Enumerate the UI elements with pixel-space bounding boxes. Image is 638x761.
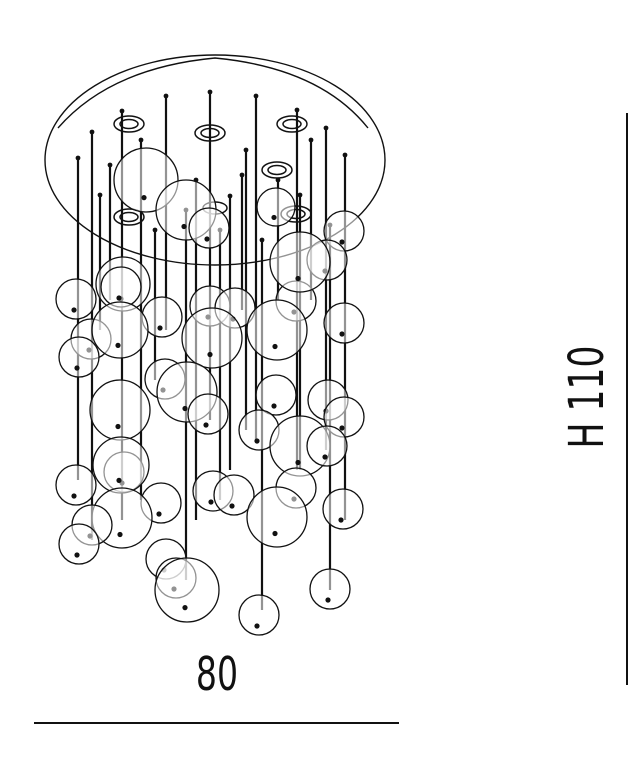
rod-anchor-point [207, 89, 213, 95]
rod-anchor-point [119, 108, 125, 114]
rod-anchor-point [342, 152, 348, 158]
glass-globe [246, 299, 308, 361]
rod-anchor-point [89, 129, 95, 135]
rod-anchor-point [294, 107, 300, 113]
glass-globe [238, 594, 280, 636]
globe-bulb-dot [182, 405, 188, 412]
glass-globe [154, 557, 220, 623]
globe-bulb-dot [115, 423, 121, 430]
rod-anchor-point [308, 137, 314, 143]
rod-anchor-point [239, 172, 245, 178]
glass-globe [55, 464, 97, 506]
rod-anchor-point [227, 193, 233, 199]
glass-globe [181, 307, 243, 369]
globe-bulb-dot [182, 605, 188, 611]
glass-globe [55, 278, 97, 320]
glass-globe [256, 187, 296, 227]
glass-globe [100, 266, 142, 308]
globe-bulb-dot [71, 493, 77, 499]
glass-globe [246, 486, 308, 548]
globe-bulb-dot [338, 517, 344, 523]
globe-bulb-dot [115, 342, 121, 348]
glass-globe [309, 568, 351, 610]
globe-bulb-dot [208, 499, 214, 505]
globe-bulb-dot [272, 530, 278, 537]
globe-bulb-dot [339, 425, 345, 431]
globe-bulb-dot [325, 597, 331, 603]
glass-globe [269, 231, 331, 293]
globe-bulb-dot [203, 422, 209, 428]
rod-anchor-point [259, 237, 265, 243]
glass-globe [58, 523, 100, 565]
glass-globe [323, 302, 365, 344]
glass-globe [187, 393, 229, 435]
width-label: 80 [196, 649, 238, 702]
height-label: H 110 [558, 346, 614, 449]
glass-globe [188, 207, 230, 249]
globe-bulb-dot [141, 195, 147, 201]
globe-bulb-dot [229, 503, 235, 509]
glass-globe [92, 436, 150, 494]
globe-bulb-dot [322, 454, 328, 460]
globe-bulb-dot [117, 531, 123, 538]
rod-anchor-point [253, 93, 259, 99]
ceiling-canopy [44, 54, 386, 266]
globe-bulb-dot [207, 351, 213, 358]
globe-bulb-dot [271, 403, 277, 409]
glass-globe [91, 301, 149, 359]
width-dimension: 80 [34, 649, 399, 724]
rod-anchor-point [97, 192, 103, 198]
globe-bulb-dot [181, 223, 187, 230]
globe-bulb-dot [71, 307, 77, 313]
globe-bulb-dot [295, 459, 301, 466]
globe-bulb-dot [204, 236, 210, 242]
glass-globe [322, 488, 364, 530]
globe-bulb-dot [295, 275, 301, 282]
globe-bulb-dot [74, 552, 80, 558]
rod-anchor-point [75, 155, 81, 161]
glass-globe [213, 474, 255, 516]
rod-anchor-point [107, 162, 113, 168]
globe-bulb-dot [254, 438, 260, 444]
globe-bulb-dot [116, 477, 122, 483]
rod-anchor-point [138, 137, 144, 143]
rod-anchor-point [243, 147, 249, 153]
rod-anchor-point [323, 125, 329, 131]
globe-bulb-dot [156, 511, 162, 517]
rod-anchor-point [163, 93, 169, 99]
glass-globe [89, 379, 151, 441]
globe-bulb-dot [74, 365, 80, 371]
globe-bulb-dot [339, 239, 345, 245]
globe-bulb-dot [272, 343, 278, 350]
globe-bulb-dot [157, 325, 163, 331]
globe-bulb-dot [254, 623, 260, 629]
globe-bulb-dot [271, 214, 277, 221]
height-dimension: H 110 [558, 113, 628, 685]
glass-globe [58, 336, 100, 378]
globe-bulb-dot [339, 331, 345, 337]
rod-anchor-point [297, 192, 303, 198]
rod-anchor-point [152, 227, 158, 233]
globe-bulb-dot [116, 295, 122, 301]
glass-globes [55, 147, 365, 636]
glass-globe [255, 374, 297, 416]
rod-anchor-point [275, 177, 281, 183]
glass-globe [306, 425, 348, 467]
